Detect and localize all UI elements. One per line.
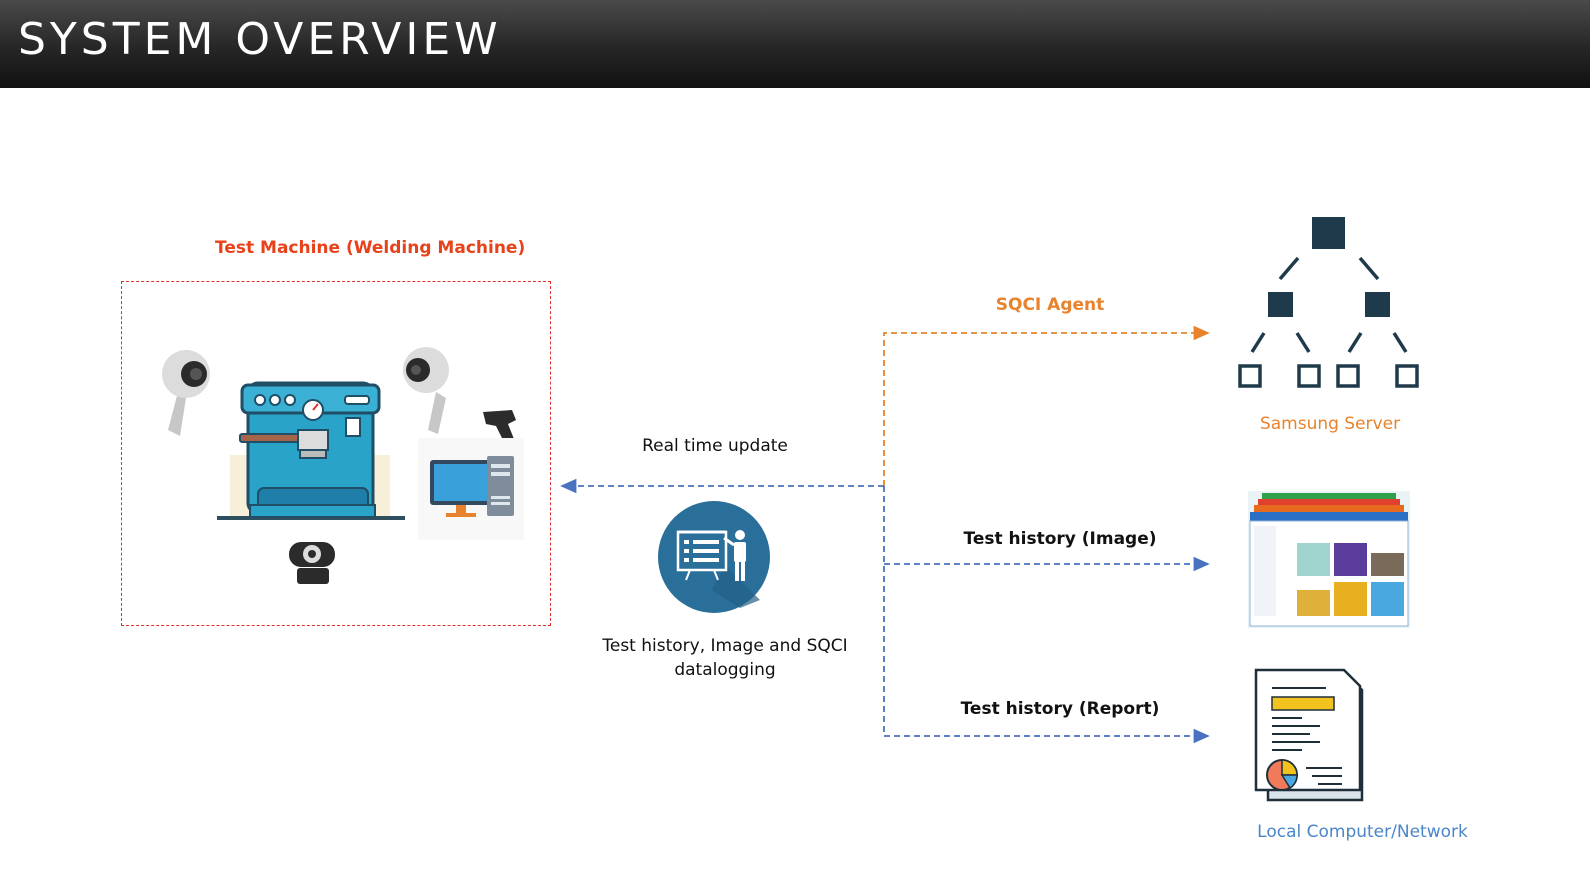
camera-icon xyxy=(162,350,210,436)
header-bar: SYSTEM OVERVIEW xyxy=(0,0,1590,88)
datalogging-label: Test history, Image and SQCI datalogging xyxy=(602,636,848,680)
report-document-icon xyxy=(1254,668,1364,802)
presentation-icon xyxy=(658,501,770,613)
server-hierarchy-icon xyxy=(1238,217,1419,388)
webcam-icon xyxy=(289,542,335,584)
image-explorer-icon xyxy=(1248,491,1410,628)
camera-icon xyxy=(403,347,449,434)
machine-title: Test Machine (Welding Machine) xyxy=(215,238,526,258)
local-label: Local Computer/Network xyxy=(1257,822,1468,842)
agent-label: SQCI Agent xyxy=(995,295,1105,315)
page-title: SYSTEM OVERVIEW xyxy=(18,14,502,65)
image-history-label: Test history (Image) xyxy=(963,529,1157,549)
report-history-label: Test history (Report) xyxy=(960,699,1160,719)
barcode-scanner-icon xyxy=(483,410,516,446)
computer-icon xyxy=(418,438,524,540)
server-label: Samsung Server xyxy=(1259,414,1401,434)
machine-box xyxy=(121,281,551,626)
agent-connector xyxy=(883,325,1210,486)
connectors xyxy=(560,325,1210,744)
realtime-label: Real time update xyxy=(642,436,788,456)
welding-machine-icon xyxy=(217,381,405,520)
